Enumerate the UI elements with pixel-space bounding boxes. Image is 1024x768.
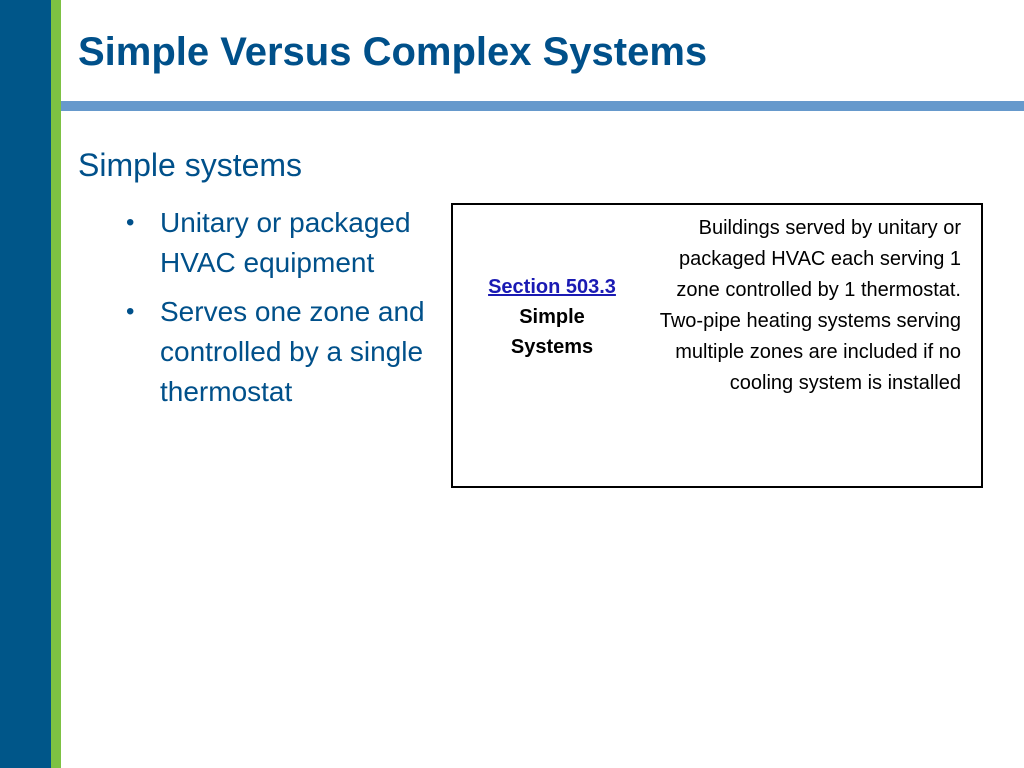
section-heading: Simple systems bbox=[78, 147, 303, 183]
bullet-icon: • bbox=[126, 298, 135, 325]
bullet-list: • Unitary or packaged HVAC equipment • S… bbox=[126, 203, 426, 421]
bullet-icon: • bbox=[126, 209, 135, 236]
bullet-text: Unitary or packaged HVAC equipment bbox=[160, 207, 411, 278]
section-title-line-2: Systems bbox=[510, 336, 594, 358]
code-section-reference: Section 503.3 Simple Systems bbox=[453, 272, 651, 362]
left-accent-stripe bbox=[51, 0, 61, 768]
code-reference-box: Section 503.3 Simple Systems Buildings s… bbox=[451, 203, 983, 488]
bullet-item: • Unitary or packaged HVAC equipment bbox=[126, 203, 426, 283]
left-sidebar-bar bbox=[0, 0, 51, 768]
section-title-line-1: Simple bbox=[519, 306, 585, 328]
section-description: Buildings served by unitary or packaged … bbox=[659, 217, 961, 394]
slide-title: Simple Versus Complex Systems bbox=[78, 30, 708, 74]
section-503-3-link[interactable]: Section 503.3 bbox=[488, 276, 616, 298]
bullet-text: Serves one zone and controlled by a sing… bbox=[160, 296, 425, 407]
title-divider bbox=[61, 101, 1024, 111]
bullet-item: • Serves one zone and controlled by a si… bbox=[126, 292, 426, 412]
